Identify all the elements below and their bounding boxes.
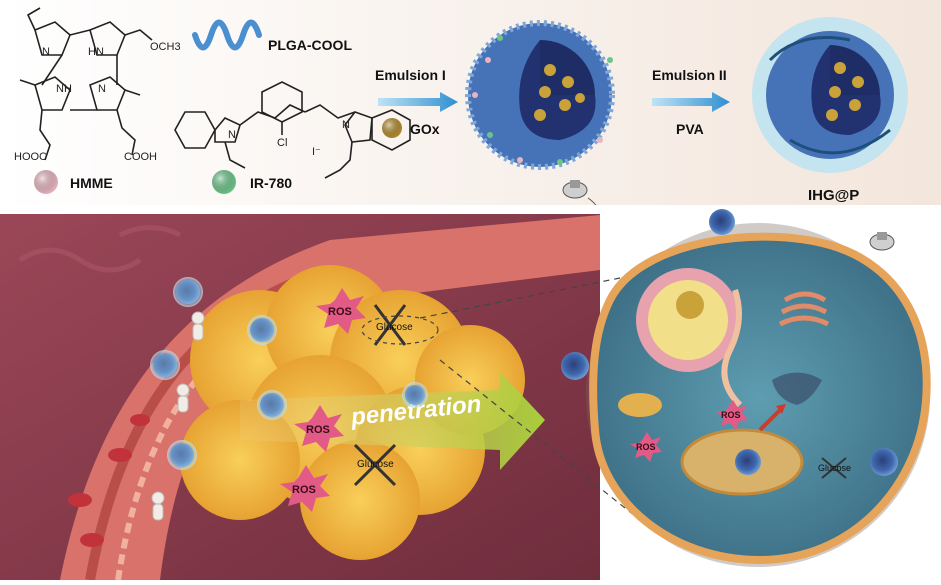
emulsion1-arrow <box>378 92 458 112</box>
zoom-line-top <box>419 269 661 319</box>
glucose-cross-icon <box>821 457 847 479</box>
carrier-figure <box>151 491 165 521</box>
gox-label: GOx <box>410 121 440 137</box>
golgi-apparatus <box>778 291 830 327</box>
zoom-line-bottom <box>439 359 641 521</box>
emulsion2-arrow <box>652 92 730 112</box>
carrier-figure <box>191 311 205 341</box>
ultrasound-transducer-icon <box>869 232 895 251</box>
ir780-label: IR-780 <box>250 175 292 191</box>
glucose-cross-icon <box>353 443 397 487</box>
carrier-figure <box>176 383 190 413</box>
ros-label: ROS <box>292 484 316 496</box>
pva-label: PVA <box>676 121 704 137</box>
hmme-structure <box>19 7 153 161</box>
tissue-swirl-2 <box>118 225 182 238</box>
nanoparticle-icon <box>167 440 197 470</box>
chem-n-label-3: N <box>228 129 236 141</box>
gox-bead-highlight <box>382 118 402 138</box>
upregulation-arrowhead <box>776 404 786 414</box>
glucose-cross-icon <box>373 304 407 346</box>
nanoparticle-icon <box>150 350 180 380</box>
ros-label: ROS <box>721 410 741 420</box>
nanoparticle-icon <box>247 315 277 345</box>
glucose-label: Glucose <box>376 322 413 333</box>
chem-n-label-2: N <box>98 83 106 95</box>
ir780-bead-highlight <box>212 170 236 194</box>
emulsion1-label: Emulsion I <box>375 67 446 83</box>
chem-cl-label: Cl <box>277 137 287 149</box>
mitochondrion <box>618 393 662 417</box>
plga-chain-icon <box>192 19 262 51</box>
nanoparticle-icon <box>173 277 203 307</box>
nanoparticle-icon <box>735 449 761 475</box>
nanoparticle-icon <box>709 209 735 235</box>
vessel-endothelium <box>115 297 302 581</box>
ros-star-icon <box>280 465 330 512</box>
ros-star-icon <box>294 405 344 452</box>
nanoparticle-icon <box>561 352 589 380</box>
glucose-label: Glucose <box>818 463 851 473</box>
red-blood-cell <box>130 414 150 426</box>
ir780-structure <box>174 81 411 179</box>
tumor-cell-illustration <box>561 209 931 567</box>
chem-nplus-label: N <box>342 119 350 131</box>
glucose-label: Glucose <box>357 459 394 470</box>
chem-n-label-1: N <box>42 46 50 58</box>
chem-hn-label: HN <box>88 46 104 58</box>
chem-iodide-label: I⁻ <box>312 146 321 158</box>
ros-label: ROS <box>306 424 330 436</box>
ros-label: ROS <box>328 306 352 318</box>
plga-label: PLGA-COOL <box>268 37 352 53</box>
nanoparticle-icon <box>870 448 898 476</box>
ihgp-nanoparticle-illustration <box>752 17 908 173</box>
chem-cooh-label: COOH <box>124 151 157 163</box>
tissue-swirl-1 <box>18 247 142 273</box>
hmme-bead-highlight <box>34 170 58 194</box>
damaged-organelle <box>772 372 822 405</box>
nanoparticle-icon <box>402 382 428 408</box>
zoom-region-outline <box>361 315 439 345</box>
ros-label: ROS <box>636 442 656 452</box>
nanoparticle-core-illustration <box>465 20 615 170</box>
penetration-arrow <box>240 372 545 470</box>
chem-och3-label: OCH3 <box>150 41 181 53</box>
endoplasmic-reticulum <box>721 289 743 408</box>
red-blood-cell <box>68 493 92 507</box>
ros-star-icon <box>630 432 662 462</box>
chem-hooc-label: HOOC <box>14 151 47 163</box>
hmme-label: HMME <box>70 175 113 191</box>
emulsion2-label: Emulsion II <box>652 67 727 83</box>
nanoparticle-icon <box>257 390 287 420</box>
ros-star-icon <box>316 288 366 334</box>
upregulation-arrow <box>758 406 784 432</box>
cell-nucleus <box>636 268 740 372</box>
ros-star-icon <box>716 400 748 430</box>
red-blood-cell <box>80 533 104 547</box>
red-blood-cell <box>108 448 132 462</box>
product-label: IHG@P <box>808 187 859 204</box>
chem-nh-label: NH <box>56 83 72 95</box>
